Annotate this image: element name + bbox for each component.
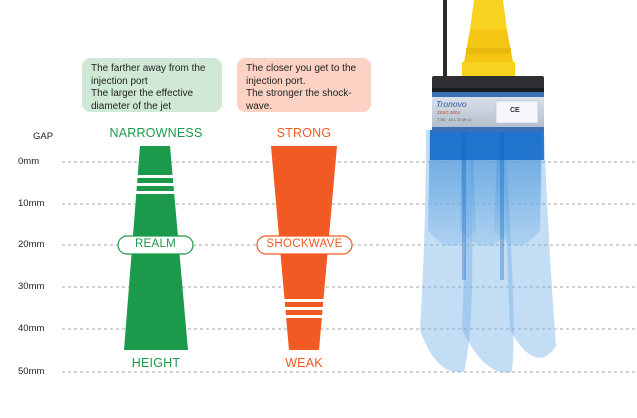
- tick-20mm: 20mm: [18, 239, 45, 250]
- note-left-line-1: The farther away from the: [91, 63, 206, 74]
- tick-10mm: 10mm: [18, 198, 45, 209]
- note-right-line-3: The stronger the shock-: [246, 88, 352, 99]
- tick-0mm: 0mm: [18, 156, 40, 167]
- note-left-line-4: diameter of the jet: [91, 100, 172, 112]
- nozzle-cap: [432, 76, 544, 90]
- shockwave-pill: [256, 235, 353, 255]
- note-left-line-2: injection port: [91, 75, 148, 87]
- nozzle-model: JXSG 9004: [437, 110, 461, 115]
- note-right-line-2: injection port.: [246, 75, 306, 87]
- nozzle-label-band: [432, 92, 544, 132]
- realm-pill: [117, 235, 194, 255]
- weak-label: WEAK: [285, 356, 323, 370]
- height-label: HEIGHT: [131, 356, 181, 370]
- note-farther-larger-diameter: The farther away from the injection port…: [82, 58, 222, 112]
- gap-grid-lines: [62, 161, 637, 373]
- nozzle-brand: Tronovo: [436, 99, 467, 109]
- narrowness-label: NARROWNESS: [109, 126, 203, 140]
- tick-30mm: 30mm: [18, 281, 45, 292]
- tick-40mm: 40mm: [18, 323, 45, 334]
- nozzle-tip: [462, 0, 515, 76]
- tick-50mm: 50mm: [18, 366, 45, 377]
- shockwave-pill-label: SHOCKWAVE: [266, 238, 343, 250]
- note-right-line-1: The closer you get to the: [246, 63, 357, 74]
- jet-spray: [420, 130, 556, 373]
- note-closer-stronger-shockwave: The closer you get to the injection port…: [237, 58, 371, 112]
- realm-pill-label: REALM: [134, 238, 177, 250]
- nozzle-cable: [443, 0, 447, 74]
- nozzle-ce-mark: CE: [510, 107, 520, 114]
- note-right-line-4: wave.: [246, 100, 273, 112]
- gap-axis-title: GAP: [33, 131, 54, 142]
- strong-label: STRONG: [276, 126, 332, 140]
- note-left-line-3: The larger the effective: [91, 88, 194, 99]
- nozzle-small-text: T 55 · 10 L 20 (ft L): [437, 117, 472, 122]
